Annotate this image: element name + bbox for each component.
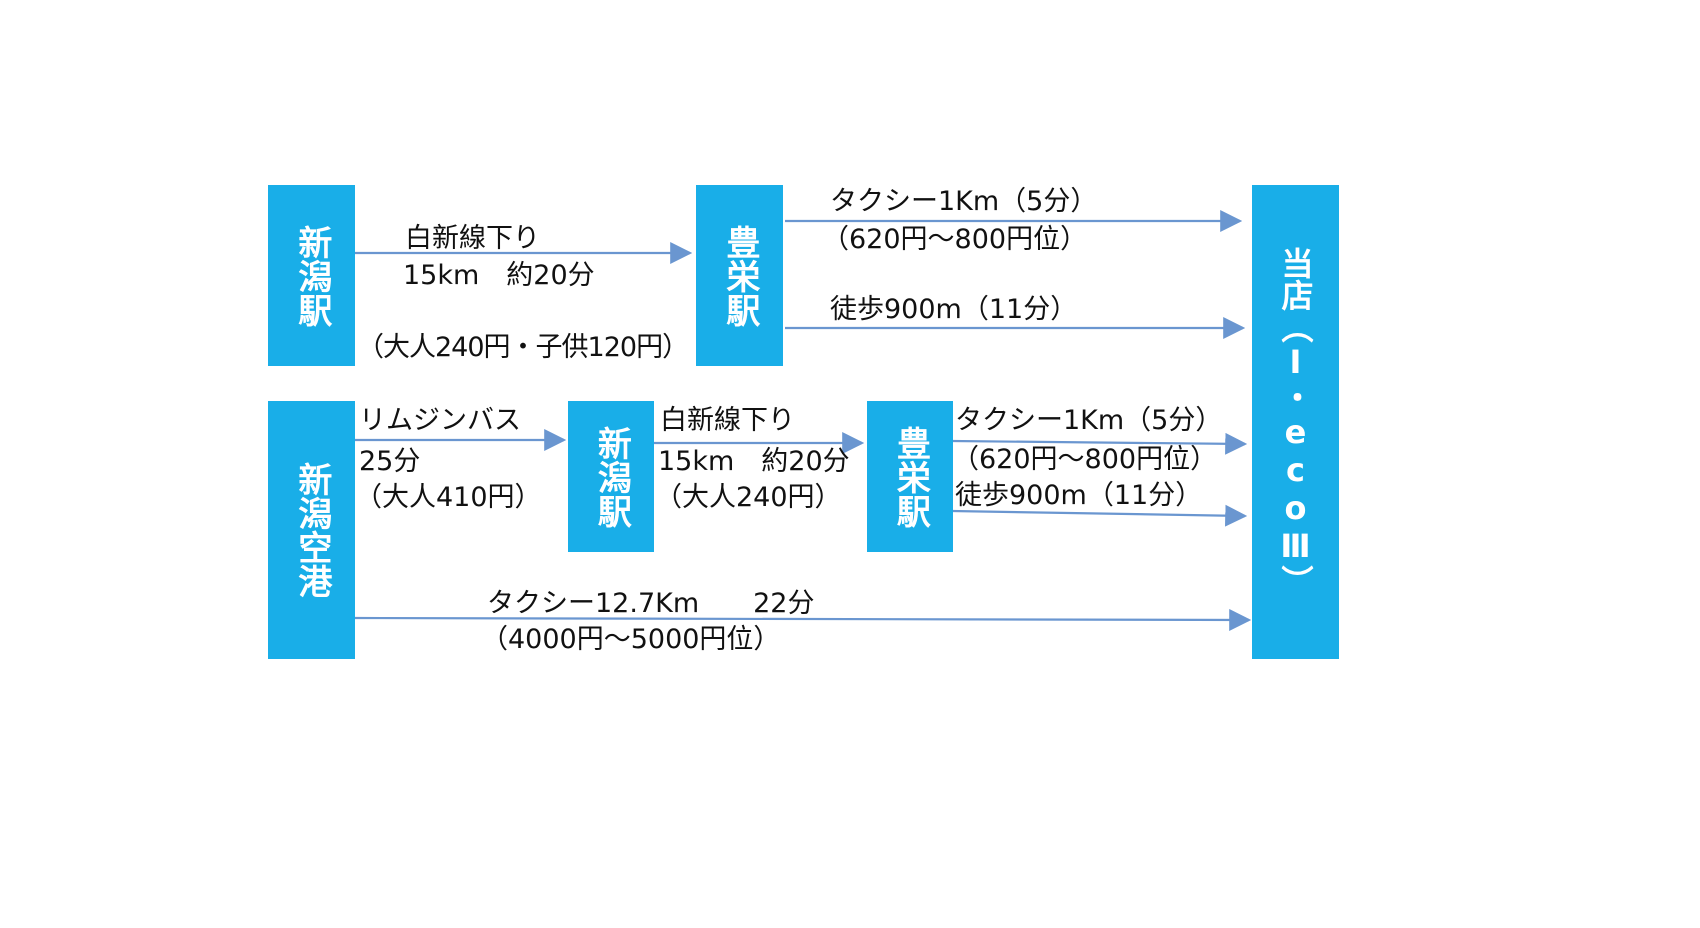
- label-walk-top: 徒歩900m（11分）: [830, 294, 1078, 325]
- station-niigata-airport: 新潟空港: [268, 401, 355, 659]
- label-limousine-bus: リムジンバス: [359, 405, 521, 436]
- station-toyosakae-mid-label: 豊栄駅: [890, 425, 931, 528]
- label-distance-time-mid: 15km 約20分: [658, 446, 850, 477]
- station-niigata-mid: 新潟駅: [568, 401, 654, 552]
- label-bus-fare: （大人410円）: [355, 482, 542, 513]
- label-hakushin-line-top: 白新線下り: [405, 223, 540, 254]
- station-toyosakae-top-label: 豊栄駅: [719, 224, 760, 327]
- label-fare-top: （大人240円・子供120円）: [357, 332, 689, 363]
- label-distance-time-top: 15km 約20分: [403, 260, 595, 291]
- label-taxi-top: タクシー1Km（5分）: [830, 186, 1098, 217]
- arrow-airport-taxi: [354, 608, 1252, 631]
- station-toyosakae-top: 豊栄駅: [696, 185, 783, 366]
- label-hakushin-line-mid: 白新線下り: [660, 405, 795, 436]
- label-taxi-fare-mid: （620円～800円位）: [952, 444, 1218, 475]
- station-niigata-mid-label: 新潟駅: [591, 425, 632, 528]
- label-bus-time: 25分: [359, 446, 421, 477]
- station-niigata-airport-label: 新潟空港: [291, 462, 332, 598]
- destination-shop: 当店（I・ecoⅢ）: [1252, 185, 1339, 659]
- label-fare-mid: （大人240円）: [655, 482, 842, 513]
- arrow-toyosakae-mid-taxi: [951, 432, 1248, 455]
- label-taxi-fare-airport: （4000円～5000円位）: [481, 624, 781, 655]
- station-niigata-label: 新潟駅: [291, 224, 332, 327]
- label-taxi-mid: タクシー1Km（5分）: [955, 405, 1223, 436]
- station-toyosakae-mid: 豊栄駅: [867, 401, 953, 552]
- label-taxi-airport: タクシー12.7Km 22分: [487, 588, 815, 619]
- arrow-toyosakae-mid-walk: [951, 504, 1248, 527]
- label-walk-mid: 徒歩900m（11分）: [955, 480, 1203, 511]
- label-taxi-fare-top: （620円～800円位）: [822, 224, 1088, 255]
- destination-shop-label: 当店（I・ecoⅢ）: [1276, 247, 1315, 597]
- station-niigata: 新潟駅: [268, 185, 355, 366]
